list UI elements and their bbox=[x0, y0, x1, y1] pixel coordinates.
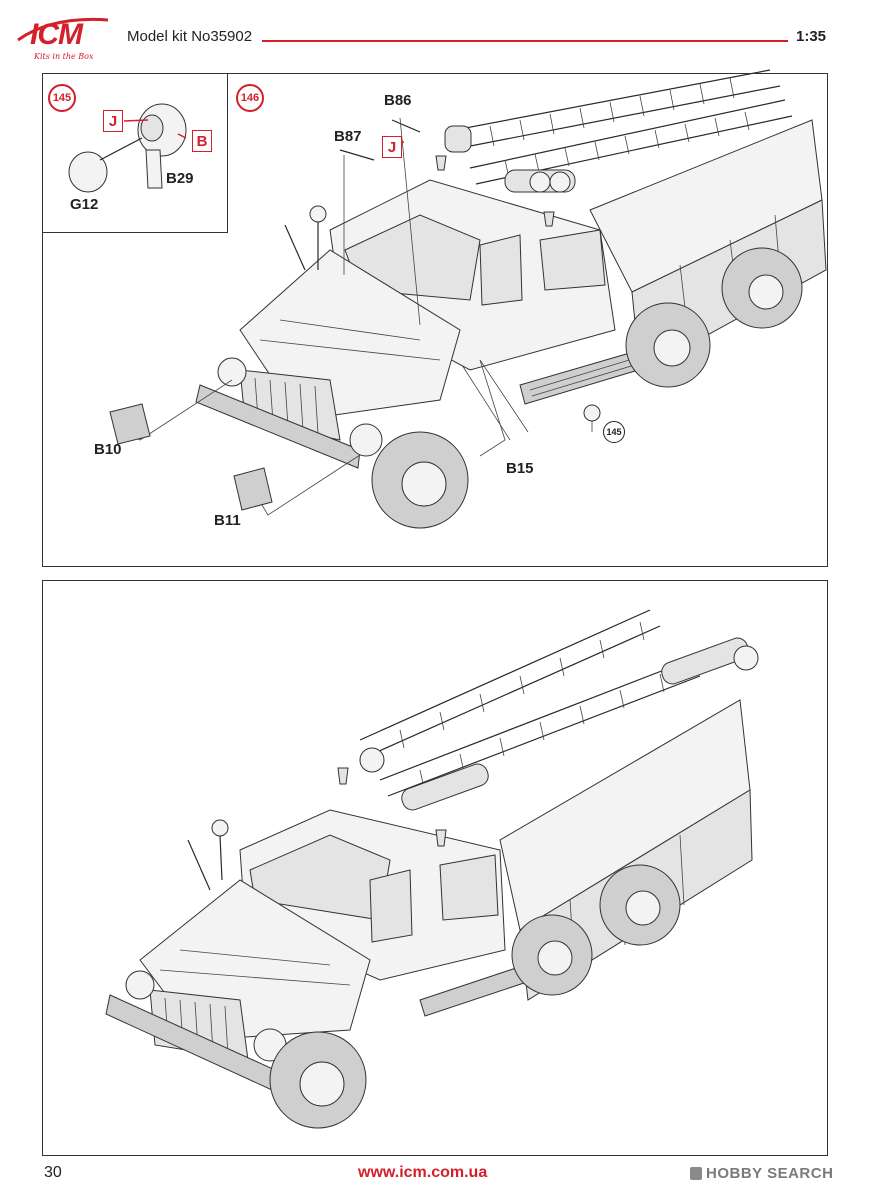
completed-roof-ladders bbox=[359, 609, 759, 811]
part-b86-label: B86 bbox=[384, 92, 412, 109]
watermark-text: HOBBY SEARCH bbox=[706, 1165, 834, 1182]
watermark-icon bbox=[690, 1167, 702, 1180]
part-b15-label: B15 bbox=[506, 460, 534, 477]
completed-wheels bbox=[269, 864, 681, 1129]
callout-j-145: J bbox=[103, 110, 123, 132]
icm-logo bbox=[12, 10, 120, 72]
page-number: 30 bbox=[44, 1164, 62, 1181]
logo-text: ICM bbox=[30, 18, 83, 51]
callout-b-145: B bbox=[192, 130, 212, 152]
header-divider bbox=[262, 40, 788, 42]
step-146-badge: 146 bbox=[236, 84, 264, 112]
part-g12-label: G12 bbox=[70, 196, 99, 213]
part-b11-label: B11 bbox=[214, 512, 241, 529]
logo-swoosh-icon bbox=[17, 17, 109, 42]
logo-tagline: Kits in the Box bbox=[34, 52, 94, 61]
footer-url-link[interactable]: www.icm.com.ua bbox=[358, 1164, 488, 1181]
part-b87-label: B87 bbox=[334, 128, 362, 145]
step-145-badge: 145 bbox=[48, 84, 76, 112]
scale-label: 1:35 bbox=[796, 28, 827, 45]
part-b10-label: B10 bbox=[94, 441, 122, 458]
part-b29-label: B29 bbox=[166, 170, 194, 187]
callout-j-146: J bbox=[382, 136, 402, 158]
wheels bbox=[371, 247, 803, 529]
kit-title: Model kit No35902 bbox=[127, 28, 253, 45]
reference-step-145-badge: 145 bbox=[603, 421, 625, 443]
roof-ladders bbox=[444, 69, 793, 193]
